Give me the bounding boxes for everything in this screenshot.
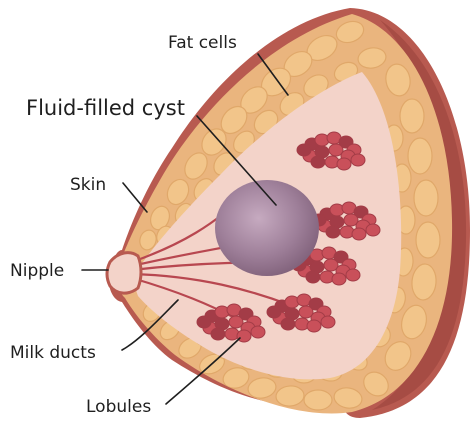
- lobule: [237, 330, 251, 342]
- lobule: [281, 318, 295, 330]
- leader-skin: [123, 183, 147, 212]
- lobule: [197, 316, 211, 328]
- lobule: [352, 228, 366, 240]
- label-lobules: Lobules: [86, 397, 151, 417]
- lobule: [351, 154, 365, 166]
- label-skin: Skin: [70, 175, 106, 195]
- label-fat-cells: Fat cells: [168, 33, 237, 53]
- lobule: [311, 156, 325, 168]
- lobule: [332, 273, 346, 285]
- fat-cell: [414, 180, 438, 216]
- lobule: [251, 326, 265, 338]
- nipple-shape: [107, 253, 141, 293]
- lobule: [306, 271, 320, 283]
- fat-cell: [416, 222, 440, 258]
- lobule: [297, 144, 311, 156]
- label-fluid-filled-cyst: Fluid-filled cyst: [26, 96, 185, 120]
- lobule: [326, 226, 340, 238]
- label-milk-ducts: Milk ducts: [10, 343, 96, 363]
- lobule: [267, 306, 281, 318]
- lobule: [366, 224, 380, 236]
- label-nipple: Nipple: [10, 261, 64, 281]
- lobule: [321, 316, 335, 328]
- lobule: [337, 158, 351, 170]
- fat-cell: [304, 390, 332, 410]
- lobule: [307, 320, 321, 332]
- lobule: [346, 269, 360, 281]
- fat-cell: [400, 99, 424, 133]
- fat-cell: [408, 138, 432, 174]
- lobule: [211, 328, 225, 340]
